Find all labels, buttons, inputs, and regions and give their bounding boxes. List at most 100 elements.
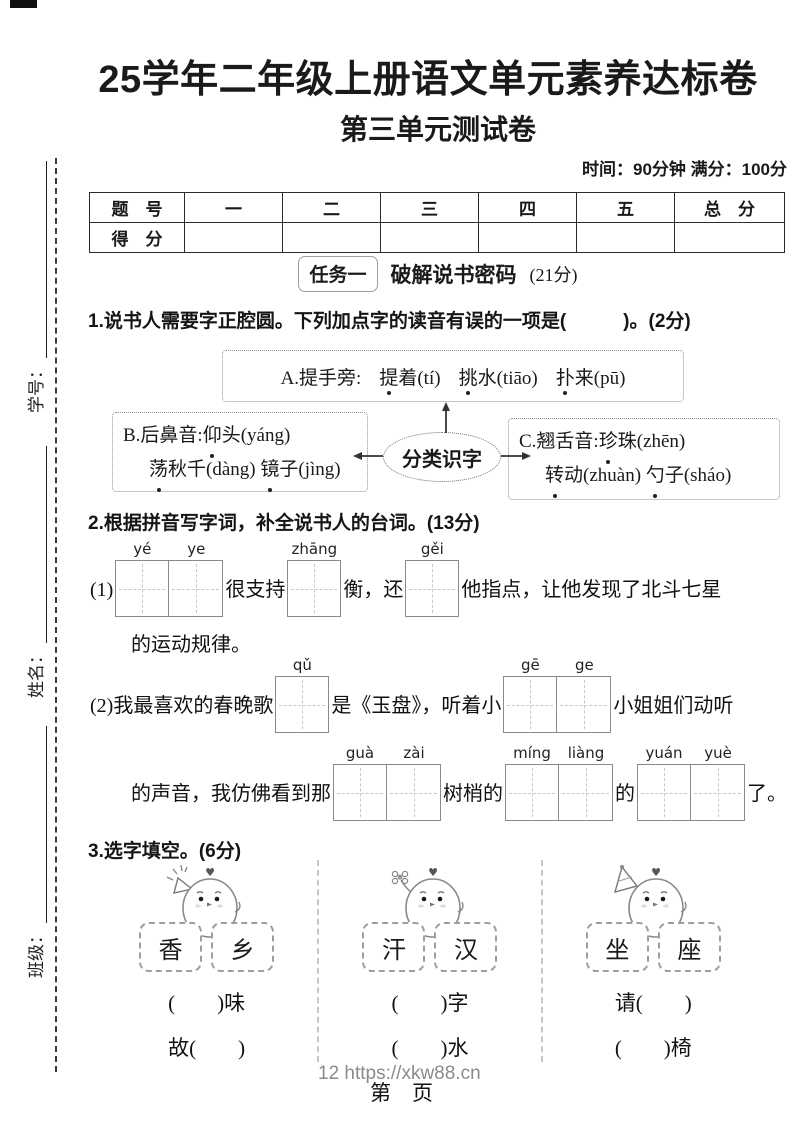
- sentence-text: 很支持: [225, 579, 286, 601]
- dotted-char: 挑: [459, 363, 478, 390]
- class-blank[interactable]: [31, 726, 47, 923]
- score-blank-cell[interactable]: [282, 222, 381, 253]
- writing-grid-cell[interactable]: [505, 764, 559, 821]
- choice-char-box[interactable]: 坐: [585, 922, 649, 972]
- sentence-text: 是《玉盘》，听着小: [331, 695, 502, 717]
- q1-option-a-item: 扑来(pū): [556, 363, 626, 390]
- q1-option-a-label: A.提手旁:: [280, 367, 362, 389]
- pinyin-label: ye: [187, 540, 206, 558]
- writing-grid-cell[interactable]: [169, 560, 224, 617]
- score-blank-cell[interactable]: [674, 222, 785, 253]
- dotted-char: 荡: [149, 453, 168, 487]
- sentence-text: 的: [615, 783, 635, 805]
- q1-option-c-line2: 转动(zhuàn) 勺子(sháo): [519, 459, 771, 493]
- q1-option-b-label: B.后鼻音:: [123, 425, 203, 446]
- q3-stem: 3.选字填空。(6分): [88, 841, 242, 862]
- writing-grid-cell[interactable]: [503, 676, 558, 733]
- fill-blank[interactable]: ( )椅: [614, 1036, 692, 1060]
- class-label: 班级：: [27, 927, 46, 978]
- fill-blank[interactable]: 故( ): [168, 1036, 246, 1060]
- choice-char-box[interactable]: 汗: [362, 922, 426, 972]
- score-header-cell: 二: [282, 192, 381, 223]
- choice-char-box[interactable]: 汉: [434, 922, 498, 972]
- pinyin-writing-group: gěi: [405, 540, 460, 617]
- q1-answer-blank[interactable]: ( ): [559, 311, 630, 332]
- time-score-info: 时间：90分钟 满分：100分: [582, 160, 787, 179]
- fill-blank[interactable]: ( )水: [391, 1036, 469, 1060]
- dotted-char: 扑: [556, 363, 575, 390]
- task-score: (21分): [529, 265, 578, 285]
- item-rest: 秋千(dàng): [168, 459, 261, 480]
- q1-option-c-line1: C.翘舌音:珍珠(zhēn): [519, 425, 771, 459]
- q1-center-ellipse: 分类识字: [383, 432, 501, 482]
- item-rest: 子(sháo): [664, 465, 732, 486]
- score-header-cell: 五: [576, 192, 675, 223]
- q1-option-c-box: C.翘舌音:珍珠(zhēn) 转动(zhuàn) 勺子(sháo): [508, 418, 780, 500]
- writing-grid-cell[interactable]: [115, 560, 170, 617]
- arrow-up-icon: [442, 402, 450, 433]
- writing-grid-cell[interactable]: [333, 764, 387, 821]
- score-table: 题 号 一 二 三 四 五 总 分 得 分: [89, 192, 785, 253]
- pinyin-label: qǔ: [292, 656, 312, 674]
- fill-blank[interactable]: ( )味: [168, 991, 246, 1015]
- score-blank-cell[interactable]: [576, 222, 675, 253]
- score-blank-cell[interactable]: [184, 222, 283, 253]
- q1-option-a-item: 挑水(tiāo): [459, 363, 538, 390]
- seal-dashed-line: [55, 158, 57, 1072]
- writing-grid-cell[interactable]: [387, 764, 441, 821]
- dotted-char: 镜: [260, 453, 279, 487]
- score-table-header-row: 题 号 一 二 三 四 五 总 分: [89, 192, 785, 223]
- exam-subtitle: 第三单元测试卷: [339, 114, 536, 145]
- watermark-url: 12 https://xkw88.cn: [318, 1063, 481, 1084]
- dotted-char: 转: [545, 459, 564, 493]
- fill-blank[interactable]: ( )字: [391, 991, 469, 1015]
- q3-group-3: ♥ 坐 座 请( ) ( )椅: [540, 860, 764, 1062]
- student-name-blank[interactable]: [31, 446, 47, 643]
- q2-stem: 2.根据拼音写字词，补全说书人的台词。(13分): [88, 513, 480, 534]
- sentence-text: 了。: [747, 783, 787, 805]
- student-id-blank[interactable]: [31, 161, 47, 358]
- pinyin-label: gěi: [420, 540, 444, 558]
- dotted-char: 勺: [646, 459, 665, 493]
- writing-grid-cell[interactable]: [275, 676, 330, 733]
- page-number-footer: 第 页: [370, 1082, 433, 1105]
- writing-grid-cell[interactable]: [557, 676, 612, 733]
- score-blank-cell[interactable]: [380, 222, 479, 253]
- score-blank-cell[interactable]: [478, 222, 577, 253]
- sentence-text: 他指点，让他发现了北斗七星: [461, 579, 722, 601]
- writing-grid-cell[interactable]: [559, 764, 613, 821]
- q1-option-c-label: C.翘舌音:: [519, 431, 599, 452]
- choice-char-box[interactable]: 座: [657, 922, 721, 972]
- writing-grid-cell[interactable]: [637, 764, 691, 821]
- writing-grid-cell[interactable]: [405, 560, 460, 617]
- writing-grid-cell[interactable]: [691, 764, 745, 821]
- fill-blank[interactable]: 请( ): [614, 991, 692, 1015]
- q1-stem-score: 。(2分): [629, 311, 691, 332]
- writing-grid-cell[interactable]: [287, 560, 342, 617]
- q1-classification-diagram: B.后鼻音:仰头(yáng) 荡秋千(dàng) 镜子(jìng) 分类识字 C…: [89, 402, 793, 506]
- scan-artifact: [10, 0, 37, 8]
- pinyin-label: gē: [520, 656, 540, 674]
- class-field: 班级：: [17, 726, 47, 978]
- score-table-score-row: 得 分: [89, 222, 785, 253]
- pinyin-label: yuán: [645, 744, 683, 762]
- score-header-cell: 三: [380, 192, 479, 223]
- item-rest: 子(jìng): [279, 459, 341, 480]
- score-header-cell: 一: [184, 192, 283, 223]
- q1-option-b-line2: 荡秋千(dàng) 镜子(jìng): [123, 453, 359, 487]
- choice-char-box[interactable]: 香: [139, 922, 203, 972]
- svg-text:♥: ♥: [205, 866, 215, 879]
- student-name-field: 姓名：: [17, 446, 47, 698]
- arrow-left-icon: [353, 452, 383, 460]
- item-rest: 动(zhuàn): [564, 465, 646, 486]
- sentence-text: 我最喜欢的春晚歌: [113, 695, 274, 717]
- pinyin-label: míng: [513, 744, 551, 762]
- choice-char-box[interactable]: 乡: [211, 922, 275, 972]
- q1-option-a-item: 提着(tí): [379, 363, 440, 390]
- pinyin-writing-group: qǔ: [275, 656, 330, 733]
